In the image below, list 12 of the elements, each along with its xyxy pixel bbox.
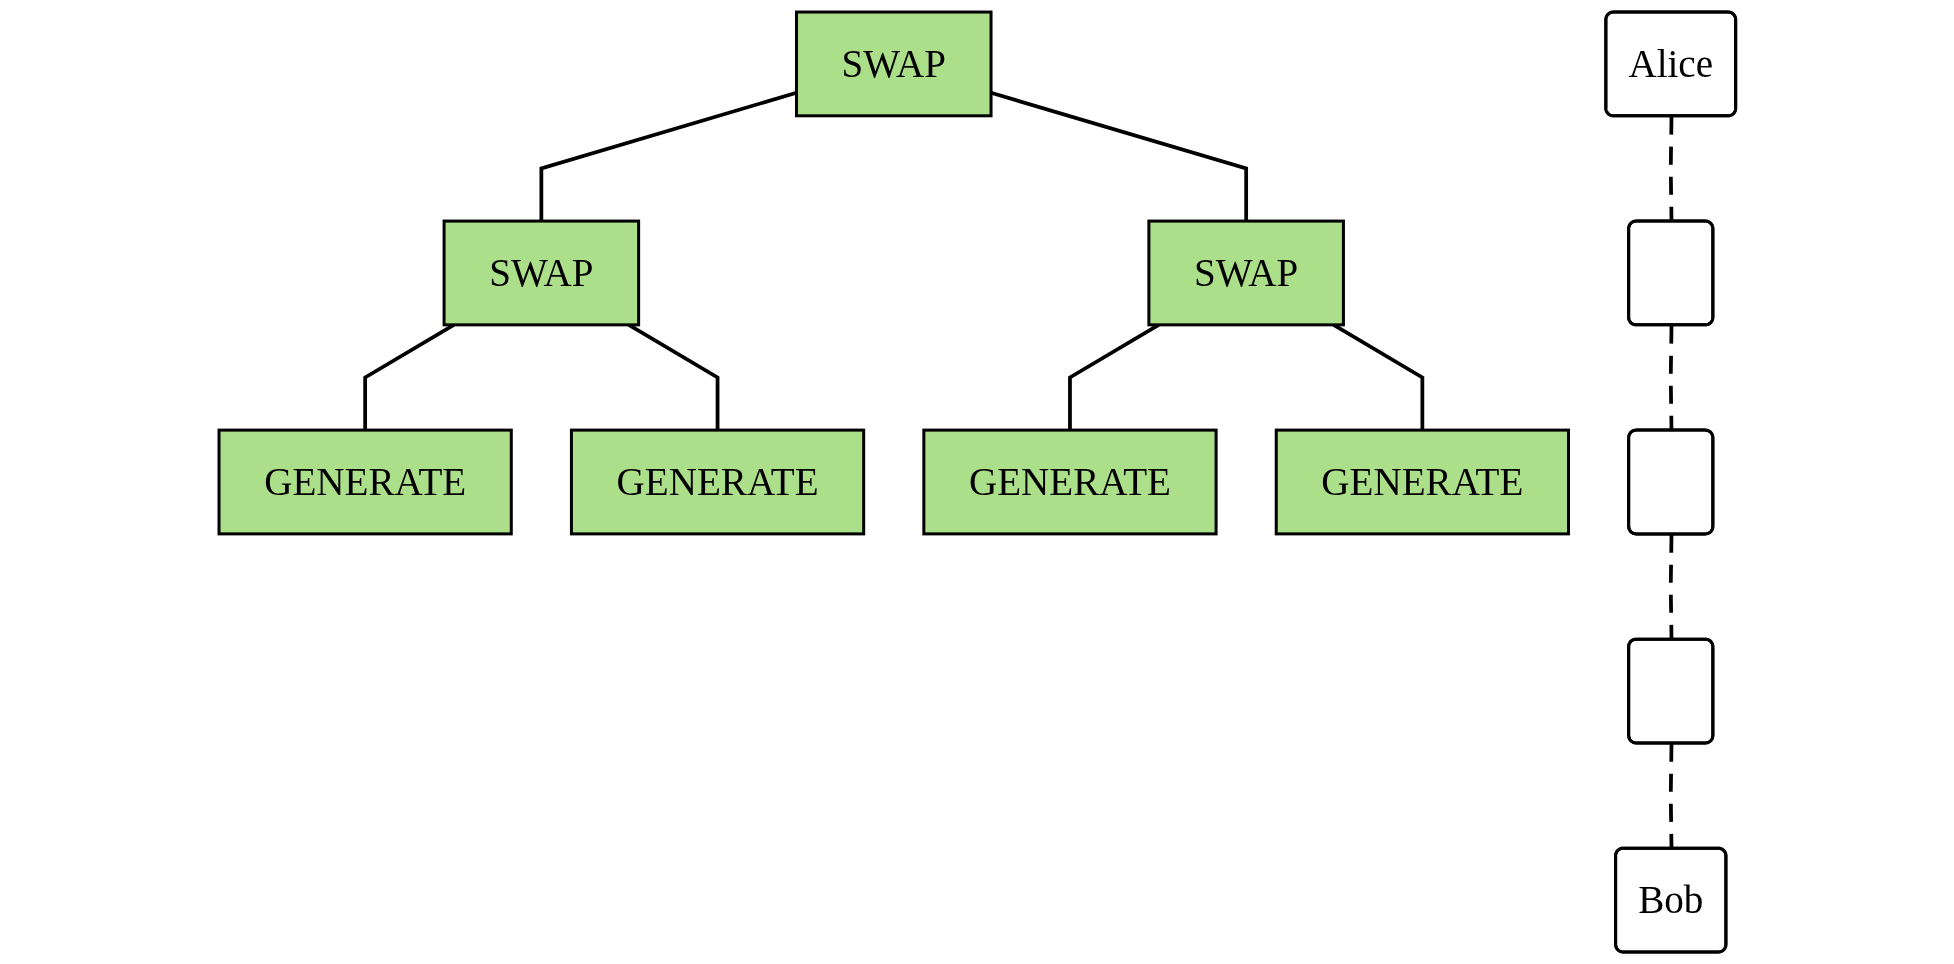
node-box: GENERATE xyxy=(1274,428,1570,536)
node-box: SWAP xyxy=(794,10,993,118)
connector xyxy=(1332,323,1424,431)
node-box: GENERATE xyxy=(569,428,865,536)
connector xyxy=(1668,325,1674,431)
node-box: SWAP xyxy=(1147,219,1345,327)
connector xyxy=(1668,534,1674,640)
connector xyxy=(1668,116,1674,222)
node-box: SWAP xyxy=(442,219,640,327)
connector xyxy=(1668,743,1674,849)
node-box: GENERATE xyxy=(217,428,513,536)
node-box: GENERATE xyxy=(922,428,1218,536)
